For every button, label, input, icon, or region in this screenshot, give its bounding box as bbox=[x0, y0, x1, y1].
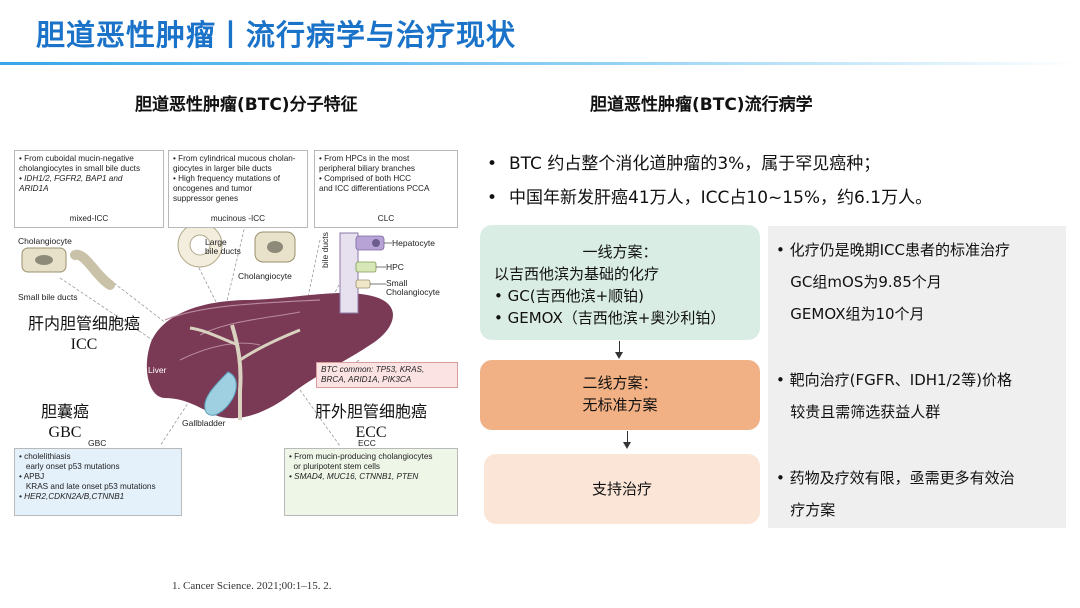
gbc-en-text: GBC bbox=[48, 424, 82, 441]
box-line: BRCA, ARID1A, PIK3CA bbox=[321, 375, 412, 384]
ecc-label: 肝外胆管细胞癌 ECC bbox=[300, 401, 442, 443]
box-line: • From cylindrical mucous cholan- bbox=[173, 154, 296, 163]
cholangiocyte-mid-label: Cholangiocyte bbox=[238, 271, 292, 281]
box-line: suppressor genes bbox=[173, 194, 239, 203]
note-chemotherapy: • 化疗仍是晚期ICC患者的标准治疗 GC组mOS为9.85个月 GEMOX组为… bbox=[776, 234, 1010, 330]
supportive-care-title: 支持治疗 bbox=[591, 480, 652, 498]
box-foot-label: CLC bbox=[377, 214, 395, 223]
gallbladder-label: Gallbladder bbox=[182, 418, 226, 428]
icc-en-text: ICC bbox=[70, 336, 98, 353]
arrow-down-icon bbox=[623, 442, 631, 449]
box-line: • Comprised of both HCC bbox=[319, 174, 412, 183]
mucinous-icc-box: • From cylindrical mucous cholan- giocyt… bbox=[168, 150, 308, 228]
epidemiology-bullet-1: • BTC 约占整个消化道肿瘤的3%，属于罕见癌种； bbox=[487, 149, 880, 174]
note-line: GC组mOS为9.85个月 bbox=[776, 273, 942, 291]
first-line-card: 一线方案： 以吉西他滨为基础的化疗 • GC(吉西他滨+顺铂) • GEMOX（… bbox=[480, 225, 760, 340]
gallbladder-shape bbox=[204, 371, 237, 416]
note-line: 较贵且需筛选获益人群 bbox=[776, 403, 941, 421]
note-limited-drugs: • 药物及疗效有限，亟需更多有效治 疗方案 bbox=[776, 462, 1015, 526]
liver-label: Liver bbox=[148, 365, 167, 375]
box-line: and ICC differentiations PCCA bbox=[319, 184, 430, 193]
box-foot-label: mixed-ICC bbox=[69, 214, 109, 223]
arrow-line bbox=[627, 431, 628, 443]
box-line: • cholelithiasis bbox=[19, 452, 71, 461]
first-line-gc: • GC(吉西他滨+顺铂) bbox=[494, 287, 644, 305]
box-line: • APBJ bbox=[19, 472, 45, 481]
ecc-cn-text: 肝外胆管细胞癌 bbox=[314, 402, 427, 421]
hpc-label: HPC bbox=[386, 262, 404, 272]
epidemiology-bullet-2: • 中国年新发肝癌41万人，ICC占10~15%，约6.1万人。 bbox=[487, 183, 932, 208]
box-line: • From HPCs in the most bbox=[319, 154, 410, 163]
btc-molecular-figure: • From cuboidal mucin-negative cholangio… bbox=[0, 0, 470, 560]
note-line: • 药物及疗效有限，亟需更多有效治 bbox=[776, 469, 1015, 487]
btc-common-box: BTC common: TP53, KRAS, BRCA, ARID1A, PI… bbox=[316, 362, 458, 388]
gbc-cn-text: 胆囊癌 bbox=[40, 402, 89, 421]
box-line: • From mucin-producing cholangiocytes bbox=[289, 452, 433, 461]
box-line: ARID1A bbox=[19, 184, 49, 193]
bullet-text: 中国年新发肝癌41万人，ICC占10~15%，约6.1万人。 bbox=[509, 188, 933, 208]
box-line: • HER2,CDKN2A/B,CTNNB1 bbox=[19, 492, 125, 501]
ecc-en-text: ECC bbox=[355, 424, 387, 441]
gbc-small-label: GBC bbox=[88, 438, 107, 448]
second-line-title: 二线方案： bbox=[582, 374, 658, 392]
box-line: giocytes in larger bile ducts bbox=[173, 164, 272, 173]
arrow-line bbox=[619, 341, 620, 353]
supportive-care-card: 支持治疗 bbox=[484, 454, 760, 524]
liver-shape bbox=[146, 292, 393, 419]
small-bile-ducts-label: Small bile ducts bbox=[18, 292, 78, 302]
first-line-desc: 以吉西他滨为基础的化疗 bbox=[494, 265, 660, 283]
note-targeted-therapy: • 靶向治疗(FGFR、IDH1/2等)价格 较贵且需筛选获益人群 bbox=[776, 364, 1012, 428]
bile-ducts-vertical-label: bile ducts bbox=[320, 232, 330, 268]
second-line-card: 二线方案： 无标准方案 bbox=[480, 360, 760, 430]
large-bile-ducts-label: Large bile ducts bbox=[205, 237, 241, 256]
note-line: • 靶向治疗(FGFR、IDH1/2等)价格 bbox=[776, 371, 1013, 389]
box-line: • High frequency mutations of bbox=[173, 174, 281, 183]
icc-label: 肝内胆管细胞癌 ICC bbox=[14, 313, 154, 355]
bullet-text: BTC 约占整个消化道肿瘤的3%，属于罕见癌种； bbox=[509, 154, 881, 174]
box-line: • SMAD4, MUC16, CTNNB1, PTEN bbox=[289, 472, 419, 481]
liver-illustration bbox=[21, 204, 393, 447]
mixed-icc-box: • From cuboidal mucin-negative cholangio… bbox=[14, 150, 164, 228]
left-section-heading: 胆道恶性肿瘤(BTC)分子特征 bbox=[135, 95, 358, 115]
box-line: • IDH1/2, FGFR2, BAP1 and bbox=[19, 174, 123, 183]
gbc-box: • cholelithiasis early onset p53 mutatio… bbox=[14, 448, 182, 516]
box-foot-label: mucinous -ICC bbox=[210, 214, 266, 223]
ecc-box: • From mucin-producing cholangiocytes or… bbox=[284, 448, 458, 516]
box-line: or pluripotent stem cells bbox=[289, 462, 381, 471]
small-cholangiocyte-label: Small Cholangiocyte bbox=[386, 278, 440, 297]
icc-cn-text: 肝内胆管细胞癌 bbox=[27, 314, 140, 333]
notes-panel bbox=[768, 226, 1066, 528]
arrow-down-icon bbox=[615, 352, 623, 359]
bullet-dot: • bbox=[487, 188, 498, 208]
bullet-dot: • bbox=[487, 154, 498, 174]
hepatocyte-label: Hepatocyte bbox=[392, 238, 435, 248]
box-line: • From cuboidal mucin-negative bbox=[19, 154, 134, 163]
box-line: KRAS and late onset p53 mutations bbox=[19, 482, 156, 491]
note-line: GEMOX组为10个月 bbox=[776, 305, 925, 323]
ecc-small-label: ECC bbox=[358, 438, 376, 448]
box-line: BTC common: TP53, KRAS, bbox=[321, 365, 425, 374]
first-line-title: 一线方案： bbox=[582, 243, 658, 261]
gbc-label: 胆囊癌 GBC bbox=[30, 401, 100, 443]
right-section-heading: 胆道恶性肿瘤(BTC)流行病学 bbox=[590, 95, 813, 115]
first-line-gemox: • GEMOX（吉西他滨+奥沙利铂） bbox=[494, 309, 726, 327]
box-line: oncogenes and tumor bbox=[173, 184, 253, 193]
note-line: • 化疗仍是晚期ICC患者的标准治疗 bbox=[776, 241, 1010, 259]
title-underline bbox=[0, 62, 1080, 65]
second-line-desc: 无标准方案 bbox=[582, 396, 658, 414]
clc-box: • From HPCs in the most peripheral bilia… bbox=[314, 150, 458, 228]
page-title: 胆道恶性肿瘤丨流行病学与治疗现状 bbox=[36, 18, 517, 52]
reference-footnote: 1. Cancer Science. 2021;00:1–15. 2. bbox=[172, 580, 332, 592]
box-line: early onset p53 mutations bbox=[19, 462, 120, 471]
box-line: cholangiocytes in small bile ducts bbox=[19, 164, 141, 173]
cholangiocyte-label: Cholangiocyte bbox=[18, 236, 72, 246]
note-line: 疗方案 bbox=[776, 501, 836, 519]
box-line: peripheral biliary branches bbox=[319, 164, 416, 173]
